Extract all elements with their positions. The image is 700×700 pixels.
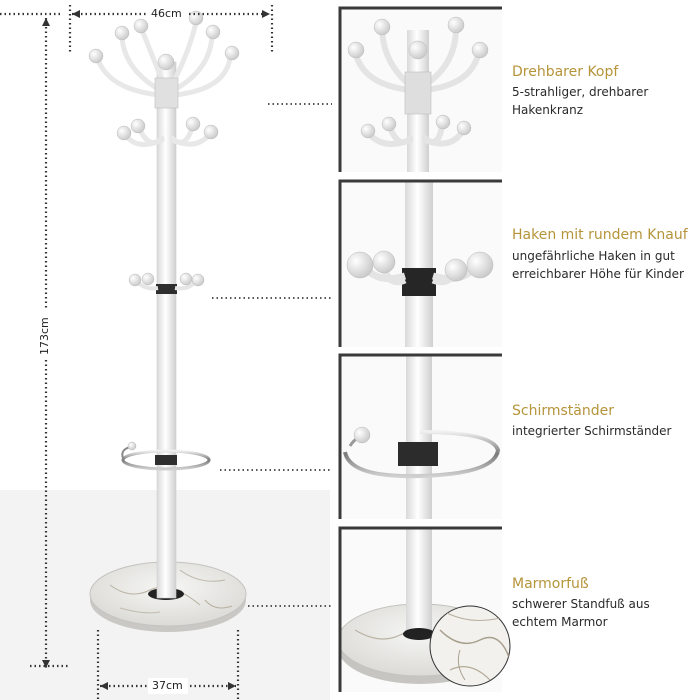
dimension-height: 173cm — [38, 317, 51, 355]
feature-desc-hooks-line1: ungefährliche Haken in gut — [512, 249, 675, 263]
dimension-top-width: 46cm — [151, 7, 182, 20]
coat-stand — [88, 10, 247, 632]
detail-panel-marble — [338, 526, 511, 692]
feature-desc-umbrella-line1: integrierter Schirmständer — [512, 424, 672, 438]
dim-top-bg — [147, 6, 187, 22]
detail-panel-head — [338, 6, 502, 172]
dim-height-bg — [38, 310, 54, 360]
feature-desc-marble-line2: echtem Marmor — [512, 615, 608, 629]
dimension-base-width: 37cm — [152, 679, 183, 692]
feature-title-umbrella: Schirmständer — [512, 403, 614, 419]
dimension-arrows — [42, 10, 270, 690]
feature-title-head: Drehbarer Kopf — [512, 64, 619, 80]
dim-base-bg — [148, 678, 188, 694]
feature-desc-head-line2: Hakenkranz — [512, 103, 584, 117]
feature-title-marble: Marmorfuß — [512, 576, 589, 592]
detail-panel-umbrella — [338, 353, 502, 519]
connector-lines — [212, 103, 332, 607]
feature-desc-head-line1: 5-strahliger, drehbarer — [512, 85, 649, 99]
feature-desc-marble-line1: schwerer Standfuß aus — [512, 597, 650, 611]
feature-desc-hooks-line2: erreichbarer Höhe für Kinder — [512, 267, 684, 281]
feature-title-hooks: Haken mit rundem Knauf — [512, 227, 688, 243]
detail-panel-hooks — [338, 179, 502, 347]
